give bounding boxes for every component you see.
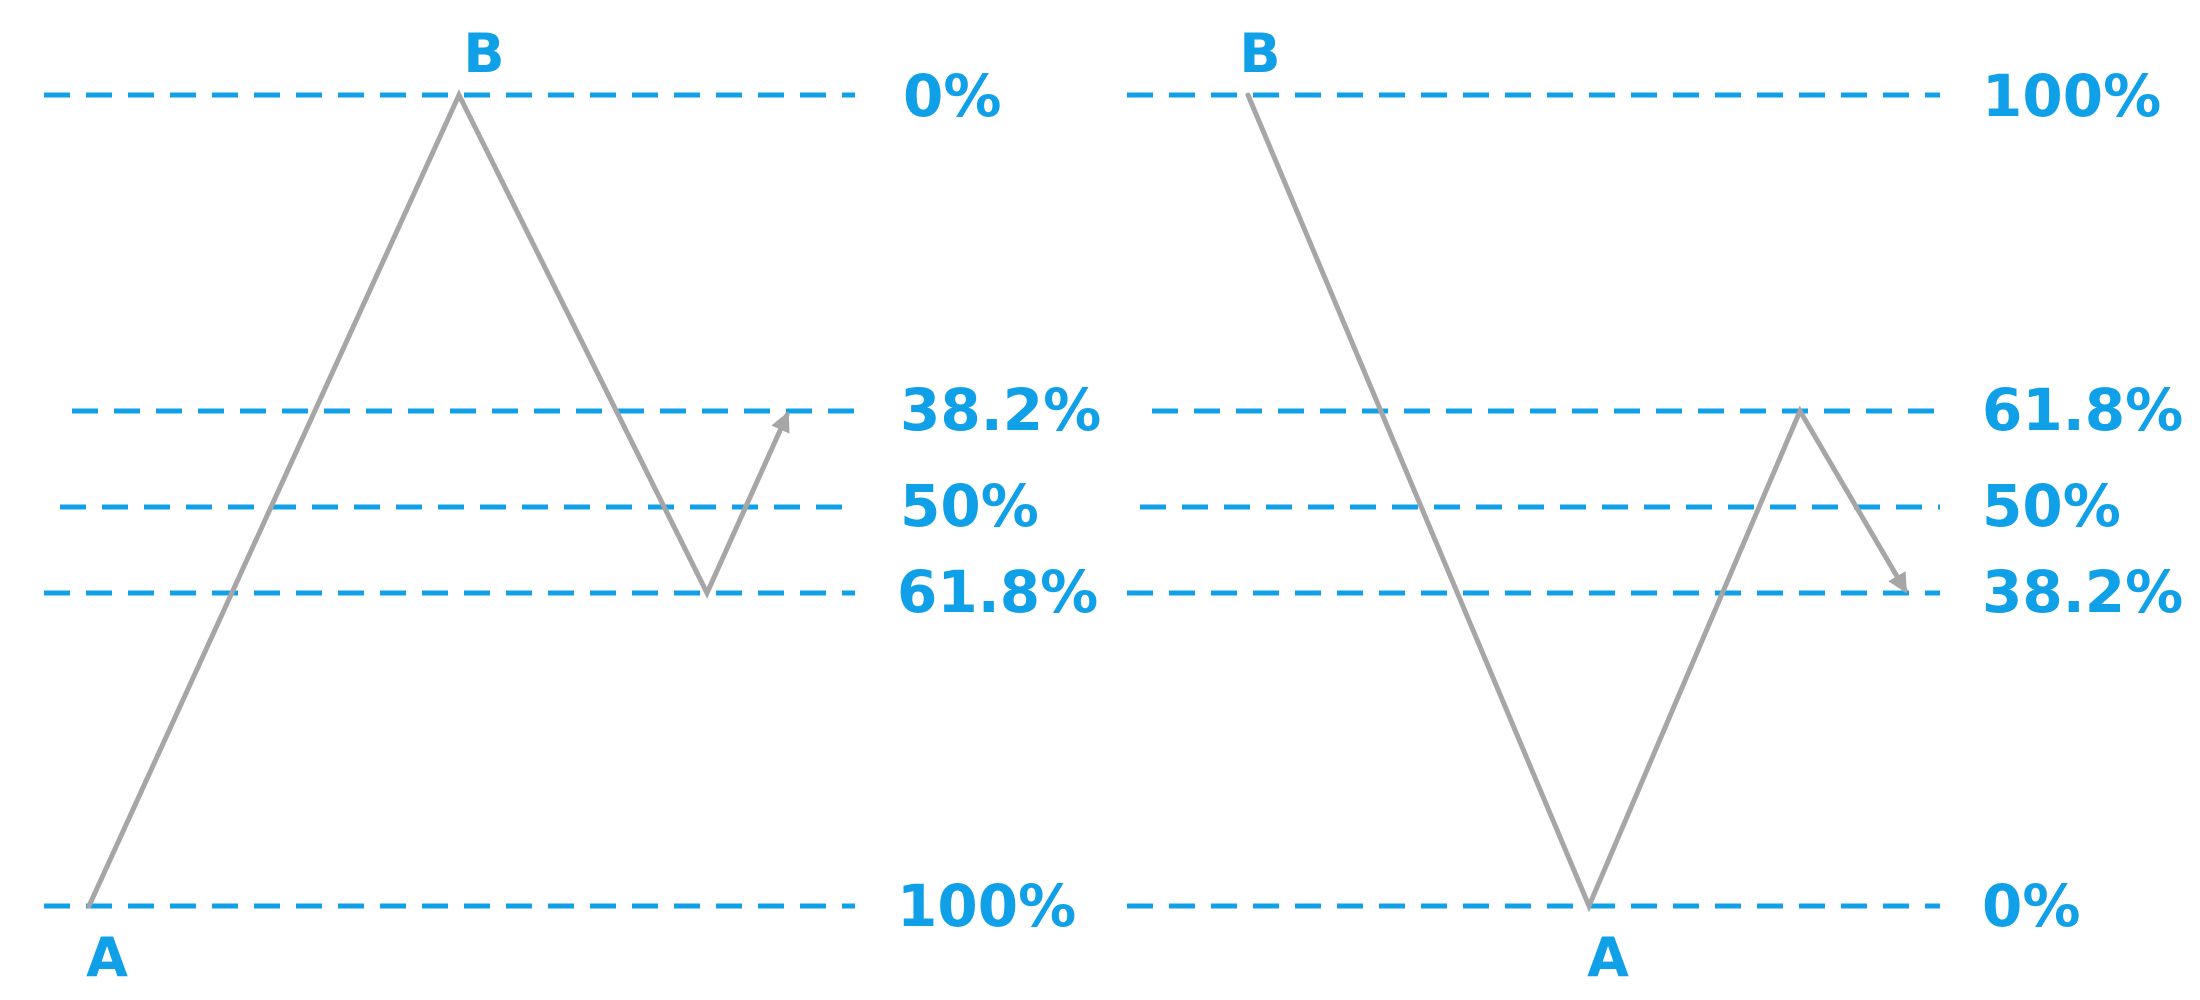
left-price-path bbox=[86, 89, 790, 909]
right-level-label-3: 38.2% bbox=[1982, 558, 2183, 626]
right-diagram: 100% 61.8% 50% 38.2% 0% B A bbox=[1127, 22, 2183, 989]
right-level-label-1: 61.8% bbox=[1982, 376, 2183, 444]
right-price-path bbox=[1245, 92, 1908, 913]
left-level-label-2: 50% bbox=[900, 472, 1039, 540]
left-level-label-4: 100% bbox=[897, 872, 1076, 940]
left-level-label-0: 0% bbox=[903, 62, 1001, 130]
left-level-label-1: 38.2% bbox=[900, 376, 1101, 444]
right-level-label-0: 100% bbox=[1982, 62, 2161, 130]
right-point-label-a: A bbox=[1587, 926, 1629, 989]
left-point-label-b: B bbox=[463, 22, 504, 85]
left-point-label-a: A bbox=[86, 926, 128, 989]
right-point-label-b: B bbox=[1239, 22, 1280, 85]
right-level-label-4: 0% bbox=[1982, 872, 2080, 940]
left-diagram: 0% 38.2% 50% 61.8% 100% B A bbox=[44, 22, 1101, 989]
left-level-label-3: 61.8% bbox=[897, 558, 1098, 626]
right-level-label-2: 50% bbox=[1982, 472, 2121, 540]
